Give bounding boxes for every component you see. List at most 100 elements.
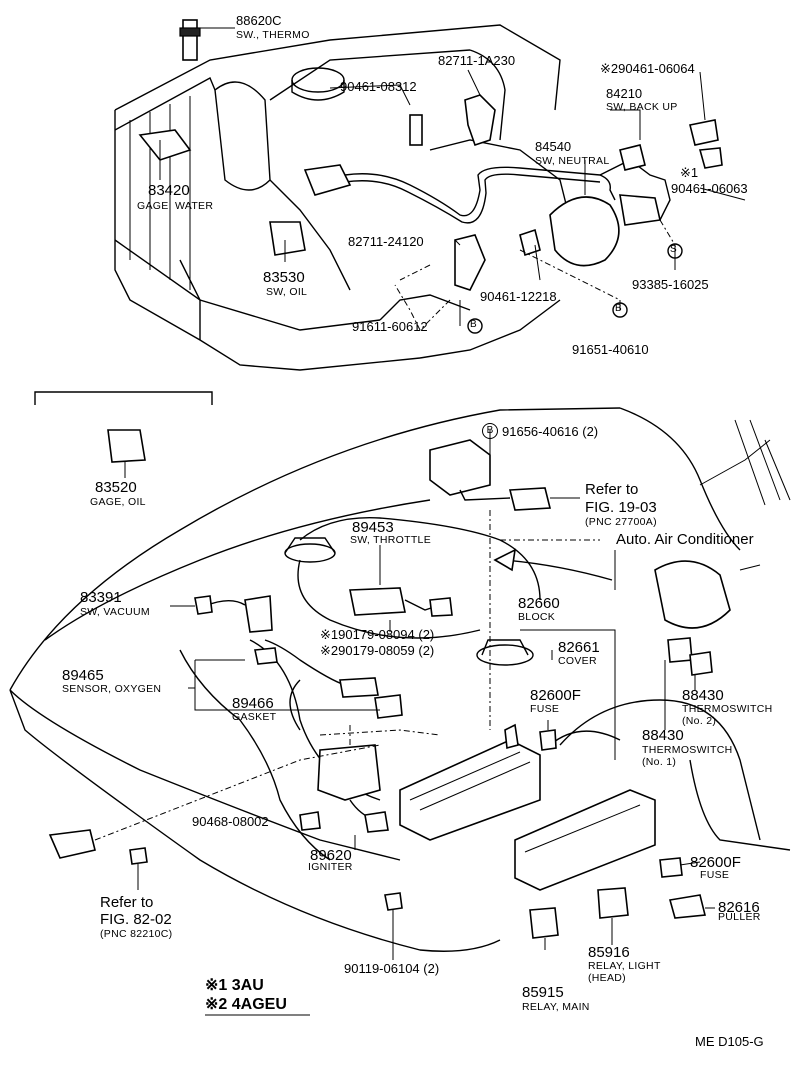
ref-82-02-line3: (PNC 82210C) [100,928,173,940]
label-88620C-number: 88620C [236,13,282,28]
engine-block-drawing [114,24,571,371]
label-83391-number: 83391 [80,589,122,606]
label-91651-40610: 91651-40610 [572,342,649,357]
clamp-08002-drawing [299,811,321,831]
label-84210-number: 84210 [606,86,643,101]
thermoswitch-2-drawing [667,637,693,663]
label-290179-08059: ※290179-08059 (2) [320,643,435,658]
label-190179-08094: ※190179-08094 (2) [320,627,435,642]
label-82660-desc: BLOCK [518,611,556,623]
label-83420-desc: GAGE, WATER [137,200,214,212]
thermo-switch-drawing [182,19,198,61]
oil-switch-drawing [269,221,306,256]
label-90119-06104: 90119-06104 (2) [344,961,440,976]
label-90461-12218: 90461-12218 [480,289,557,304]
label-89465-number: 89465 [62,667,104,684]
label-82600F-a-number: 82600F [530,687,581,704]
symbol-b-mark-2: B [615,303,622,314]
label-83530-desc: SW, OIL [266,286,308,298]
label-85916-number: 85916 [588,944,630,961]
ref-82-02-line1: Refer to [100,894,154,911]
label-82616-number: 82616 [718,899,760,916]
label-88430-2-number: 88430 [682,687,724,704]
label-89620-desc: IGNITER [308,861,353,873]
legend-engine-3AU: ※1 3AU [205,977,264,994]
backup-switch-drawing [619,194,661,226]
symbol-b-mark-3: B [482,423,498,439]
fuse-puller-drawing [668,894,707,919]
label-82600F-b-number: 82600F [690,854,741,871]
neutral-switch-drawing [549,196,620,267]
relay-block-drawing [399,739,541,841]
label-290461-06064: ※290461-06064 [600,61,695,76]
ref-82-02-line2: FIG. 82-02 [100,911,172,928]
label-88430-2-desc: THERMOSWITCH [682,703,773,715]
main-relay-drawing [529,907,559,939]
label-83520-desc: GAGE, OIL [90,496,146,508]
label-84540-number: 84540 [535,139,572,154]
label-82711-1A230: 82711-1A230 [438,53,516,68]
label-88430-1-sub: (No. 1) [642,756,677,768]
vacuum-switch-drawing [244,595,273,633]
bracket-ref-82-02-drawing [48,829,96,859]
symbol-b-mark-1: B [470,319,477,330]
label-mark-1: ※1 [680,165,699,180]
water-gage-drawing [138,129,192,161]
label-83520-number: 83520 [95,479,137,496]
label-89466-number: 89466 [232,695,274,712]
label-88430-1-number: 88430 [642,727,684,744]
clamp-06064-drawing [689,119,719,146]
label-88620C-desc: SW., THERMO [236,29,310,41]
oil-gage-drawing [107,429,146,463]
figure-code: ME D105-G [695,1034,764,1049]
label-82711-24120: 82711-24120 [348,234,424,249]
block-cover-drawing [514,789,656,891]
label-85915-desc: RELAY, MAIN [522,1001,590,1013]
throttle-switch-drawing [349,587,406,616]
label-91656-40616: 91656-40616 (2) [502,424,599,439]
label-89620-number: 89620 [310,847,352,864]
bolt-06104-drawing [384,892,403,911]
label-89453-number: 89453 [352,519,394,536]
label-89453-desc: SW, THROTTLE [350,534,431,546]
ref-19-03-line1: Refer to [585,481,639,498]
bracket-1A230-drawing [464,94,496,147]
label-88430-2-sub: (No. 2) [682,715,717,727]
label-83391-desc: SW, VACUUM [80,606,150,618]
label-82661-desc: COVER [558,655,597,667]
label-82661-number: 82661 [558,639,600,656]
label-auto-air-conditioner: Auto. Air Conditioner [616,531,754,548]
label-82660-number: 82660 [518,595,560,612]
ref-19-03-line3: (PNC 27700A) [585,516,657,528]
label-89466-desc: GASKET [232,711,277,723]
legend-engine-4AGEU: ※2 4AGEU [205,996,287,1013]
label-84540-desc: SW, NEUTRAL [535,155,610,167]
label-83420-number: 83420 [148,182,190,199]
clamp-12218-drawing [519,228,541,257]
fuse-82600F-drawing [539,729,557,751]
label-89465-desc: SENSOR, OXYGEN [62,683,162,695]
symbol-s-mark: S [670,244,677,255]
fuse-82600F-b-drawing [659,857,683,878]
label-90468-08002: 90468-08002 [192,814,269,829]
label-82616-desc: PULLER [718,911,761,923]
wire-harness [344,166,616,217]
label-82600F-a-desc: FUSE [530,703,560,715]
thermoswitch-1-drawing [689,651,713,676]
label-91611-60612: 91611-60612 [352,319,428,334]
label-85916-sub: (HEAD) [588,972,626,984]
label-90461-08312: 90461-08312 [340,79,417,94]
label-82600F-b-desc: FUSE [700,869,730,881]
igniter-drawing [317,744,381,801]
clamp-08312-drawing [409,114,423,146]
label-85916-desc: RELAY, LIGHT [588,960,661,972]
label-88430-1-desc: THERMOSWITCH [642,744,733,756]
ref-19-03-line2: FIG. 19-03 [585,499,657,516]
label-84210-desc: SW, BACK UP [606,101,678,113]
oxygen-sensor-drawing [339,677,379,698]
label-83530-number: 83530 [263,269,305,286]
label-85915-number: 85915 [522,984,564,1001]
label-90461-06063: 90461-06063 [671,181,748,196]
ac-compressor-drawing [654,560,731,629]
